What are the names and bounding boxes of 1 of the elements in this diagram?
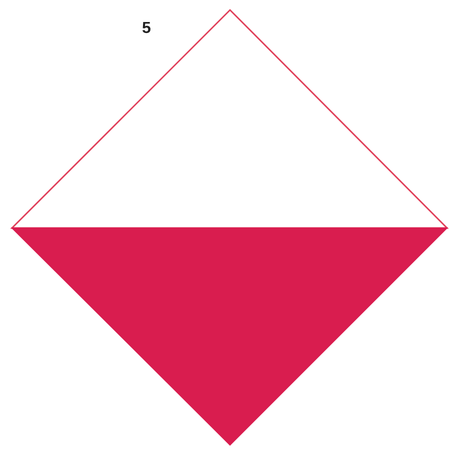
step-number: 5 <box>142 20 151 38</box>
